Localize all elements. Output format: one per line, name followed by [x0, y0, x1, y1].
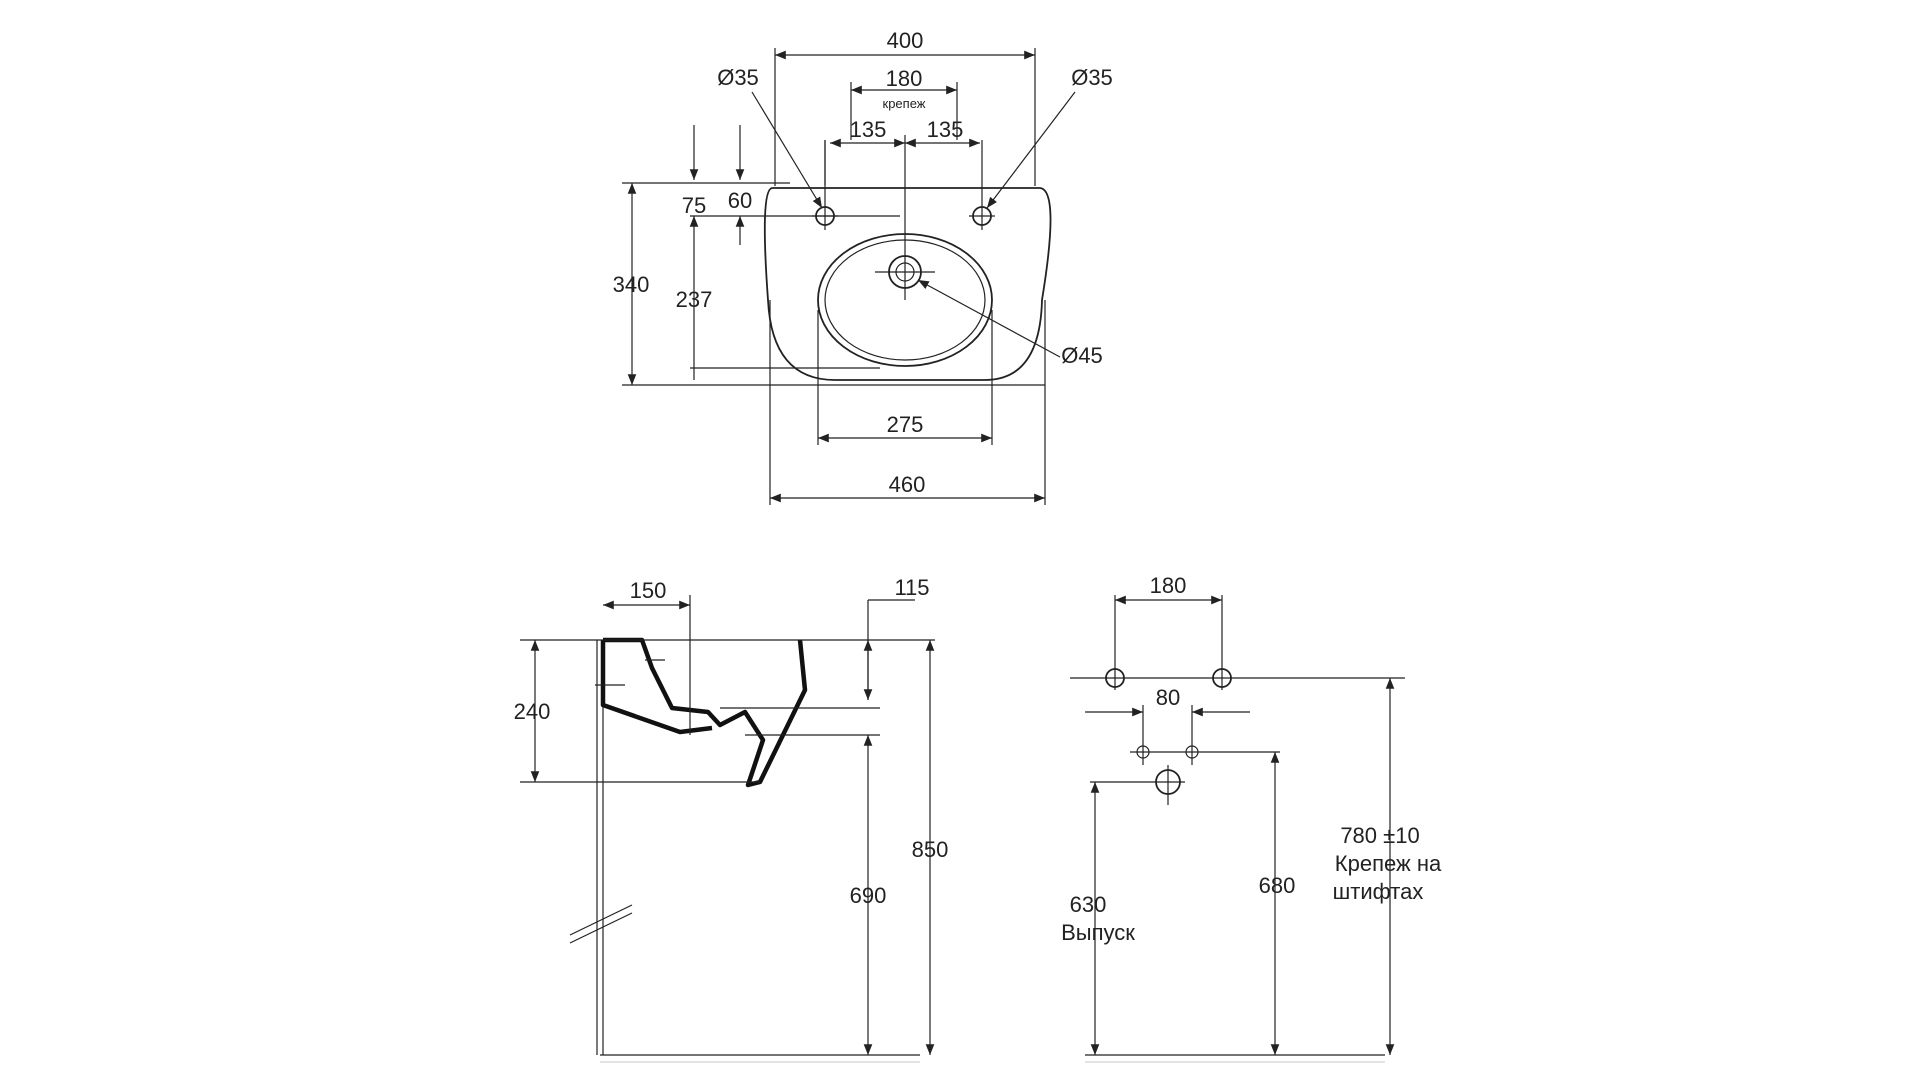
dim-height-240: 240: [514, 699, 551, 724]
dim-drain-dia: Ø45: [1061, 343, 1103, 368]
dim-spacing-180: 180: [1150, 573, 1187, 598]
dim-height-690: 690: [850, 883, 887, 908]
basin-outline: [763, 187, 1052, 381]
dim-offset-right-135: 135: [927, 117, 964, 142]
dim-depth-75: 75: [682, 193, 706, 218]
top-view: 400 180 крепеж 135 135 Ø35 Ø35 Ø45 75 60: [613, 28, 1113, 505]
dim-bowl-275: 275: [887, 412, 924, 437]
dim-offset-left-135: 135: [850, 117, 887, 142]
dim-projection-150: 150: [630, 578, 667, 603]
side-view: 150 115 240 850 690: [514, 575, 949, 1063]
dim-depth-340: 340: [613, 272, 650, 297]
dim-width-460: 460: [889, 472, 926, 497]
fixing-label: крепеж: [883, 96, 926, 111]
dim-width-400: 400: [887, 28, 924, 53]
dim-height-630: 630: [1070, 892, 1107, 917]
dim-offset-115: 115: [894, 575, 929, 600]
wall-view: 180 80 630 Выпуск 680 780 ±10 Крепеж на …: [1061, 573, 1442, 1063]
dim-hole-dia-right: Ø35: [1071, 65, 1113, 90]
basin-section: [603, 637, 808, 788]
dim-depth-60: 60: [728, 188, 752, 213]
dim-spacing-80: 80: [1156, 685, 1180, 710]
dim-height-680: 680: [1259, 873, 1296, 898]
outlet-label: Выпуск: [1061, 920, 1135, 945]
dim-hole-dia-left: Ø35: [717, 65, 759, 90]
dim-height-850: 850: [912, 837, 949, 862]
mount-label-line-2: штифтах: [1333, 879, 1424, 904]
dim-height-780: 780 ±10: [1340, 823, 1419, 848]
dim-depth-237: 237: [676, 287, 713, 312]
dim-fix-180: 180: [886, 66, 923, 91]
mount-label-line-1: Крепеж на: [1335, 851, 1442, 876]
